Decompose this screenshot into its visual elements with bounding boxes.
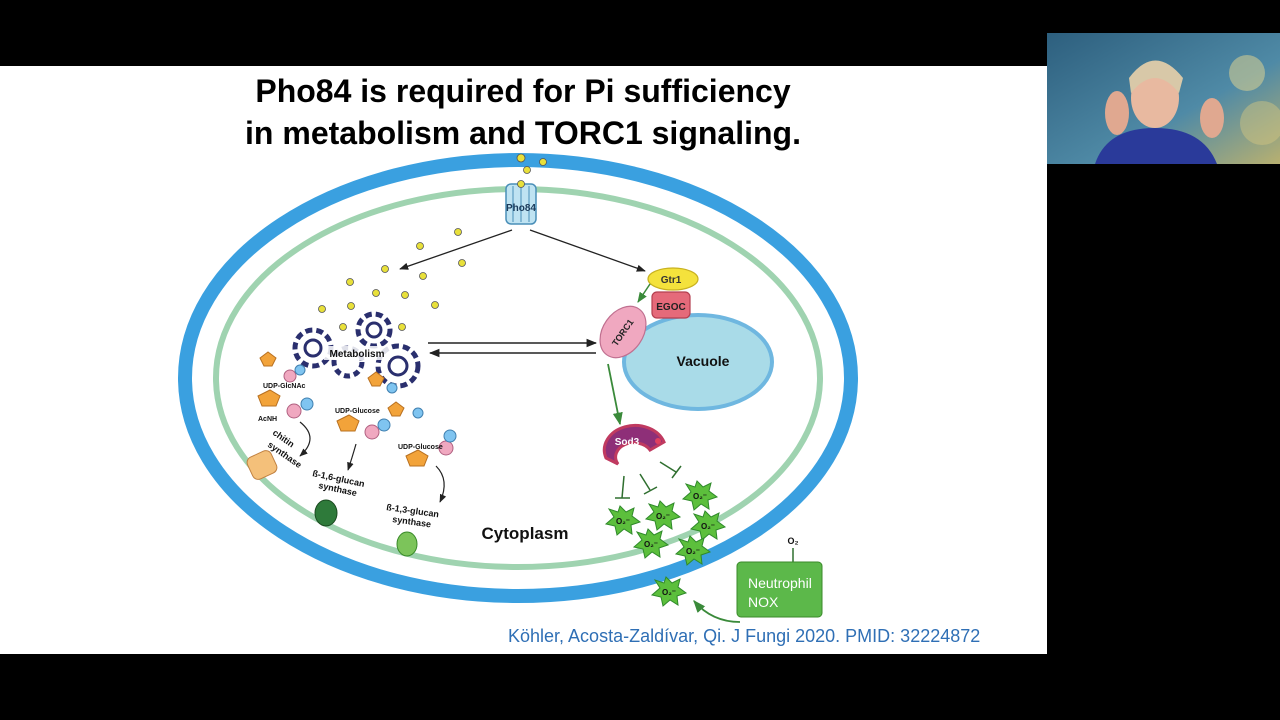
superoxide-radicals (604, 480, 727, 607)
udp-glcnac-label: UDP-GlcNAc (263, 383, 306, 390)
cytoplasm-label: Cytoplasm (482, 524, 569, 543)
participant-video-icon (1047, 33, 1280, 164)
sugar-molecules (257, 351, 457, 467)
b13-synthase-enzyme (396, 531, 418, 557)
o2-radical-6: O₂⁻ (686, 547, 700, 556)
o2-radical-1: O₂⁻ (616, 517, 630, 526)
udp-glucose-label-2: UDP-Glucose (398, 444, 443, 451)
slide-title-line2: in metabolism and TORC1 signaling. (245, 115, 801, 151)
chitin-synthase-enzyme (246, 450, 278, 480)
o2-radical-7: O₂⁻ (662, 588, 676, 597)
nox-label: NOX (748, 594, 779, 610)
o2-radical-2: O₂⁻ (656, 512, 670, 521)
metabolism-label: Metabolism (329, 349, 384, 360)
sod3-label: Sod3 (615, 437, 640, 448)
acnh-label: AcNH (258, 416, 277, 423)
pho84-label: Pho84 (506, 203, 536, 214)
vacuole (622, 313, 774, 411)
citation: Köhler, Acosta-Zaldívar, Qi. J Fungi 202… (508, 626, 981, 646)
vacuole-label: Vacuole (677, 353, 730, 369)
pho84-transporter: Pho84 (505, 183, 537, 225)
udp-glucose-label-1: UDP-Glucose (335, 408, 380, 415)
phosphate-icons (318, 153, 547, 331)
o2-radical-5: O₂⁻ (644, 540, 658, 549)
participant-video-tile[interactable] (1047, 33, 1280, 164)
egoc-label: EGOC (656, 302, 685, 313)
cell-diagram: Pho84 Metabolism (178, 153, 858, 623)
o2-radical-4: O₂⁻ (701, 522, 715, 531)
o2-label: O₂ (788, 536, 799, 546)
slide-title: Pho84 is required for Pi sufficiency in … (0, 70, 1047, 154)
torc1 (599, 305, 647, 359)
slide-title-line1: Pho84 is required for Pi sufficiency (255, 73, 791, 109)
o2-radical-3: O₂⁻ (693, 492, 707, 501)
egoc (651, 291, 691, 319)
neutrophil-nox (736, 561, 823, 618)
sod3 (602, 423, 666, 466)
gtr1-label: Gtr1 (661, 275, 682, 286)
gtr1 (647, 267, 699, 291)
neutrophil-label: Neutrophil (748, 575, 812, 591)
b16-synthase-enzyme (314, 499, 338, 527)
slide: Pho84 is required for Pi sufficiency in … (0, 66, 1047, 654)
